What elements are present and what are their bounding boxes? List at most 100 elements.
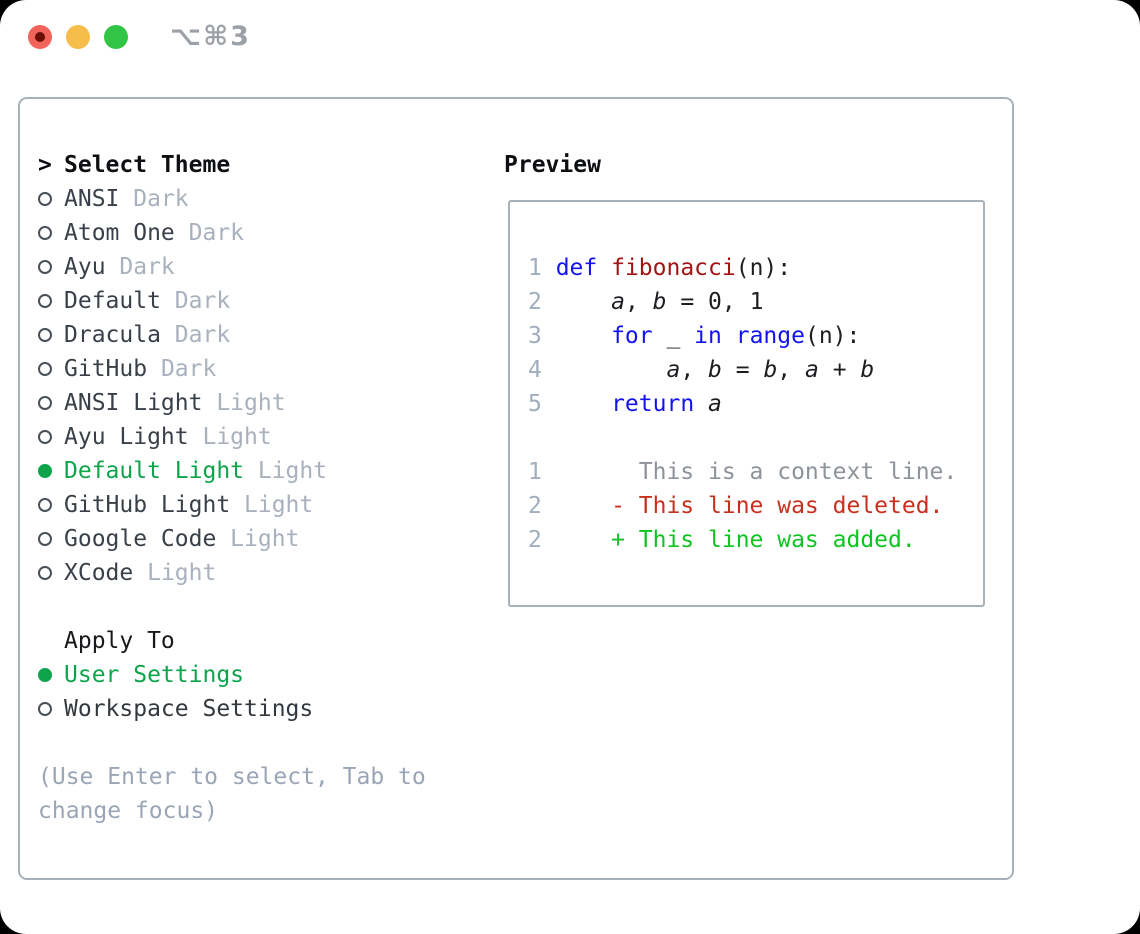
code-token: in (694, 323, 722, 349)
theme-variant: Dark (174, 220, 245, 246)
spacer (36, 590, 486, 624)
theme-option-label: Ayu Light Light (64, 424, 272, 450)
minimize-button-icon[interactable] (66, 25, 90, 49)
theme-name: Dracula (64, 322, 161, 348)
radio-icon (38, 294, 52, 308)
apply-option-workspace-settings[interactable]: Workspace Settings (36, 692, 486, 726)
close-button-icon[interactable] (28, 25, 52, 49)
line-number: 1 (528, 255, 542, 281)
code-token: def (555, 255, 598, 281)
theme-variant: Dark (160, 288, 231, 314)
code-token: + This line was added. (555, 527, 916, 553)
radio-icon (38, 430, 52, 444)
theme-name: XCode (64, 560, 134, 586)
theme-variant: Light (188, 424, 272, 450)
theme-option-ayu-light[interactable]: Ayu Light Light (36, 420, 486, 454)
theme-option-label: Dracula Dark (64, 322, 230, 348)
code-token: + (818, 357, 861, 383)
theme-option-atom-one[interactable]: Atom One Dark (36, 216, 486, 250)
theme-variant: Light (133, 560, 217, 586)
code-token: (n): (735, 255, 792, 281)
preview-line (528, 421, 983, 455)
theme-option-github-light[interactable]: GitHub Light Light (36, 488, 486, 522)
preview-title: Preview (504, 152, 601, 178)
theme-variant: Dark (105, 254, 175, 280)
radio-marker (36, 260, 64, 274)
radio-icon (38, 260, 52, 274)
theme-option-label: Ayu Dark (64, 254, 175, 280)
theme-option-google-code[interactable]: Google Code Light (36, 522, 486, 556)
code-token: _ (652, 323, 695, 349)
theme-option-ayu[interactable]: Ayu Dark (36, 250, 486, 284)
window-title: ⌥⌘3 (170, 21, 251, 52)
radio-marker (36, 566, 64, 580)
line-number: 5 (528, 391, 542, 417)
code-token: - This line was deleted. (555, 493, 944, 519)
radio-marker (36, 362, 64, 376)
line-number: 3 (528, 323, 542, 349)
theme-variant: Light (230, 492, 314, 518)
radio-icon (38, 566, 52, 580)
apply-option-label: User Settings (64, 662, 245, 688)
theme-option-ansi[interactable]: ANSI Dark (36, 182, 486, 216)
apply-option-user-settings[interactable]: User Settings (36, 658, 486, 692)
code-token (597, 255, 611, 281)
theme-name: Google Code (64, 526, 217, 552)
line-number: 4 (528, 357, 542, 383)
theme-option-dracula[interactable]: Dracula Dark (36, 318, 486, 352)
theme-name: Default (64, 288, 161, 314)
preview-line: 4 a, b = b, a + b (528, 353, 983, 387)
apply-to-title: Apply To (64, 628, 175, 654)
code-token: range (735, 323, 805, 349)
radio-selected-icon (38, 668, 52, 682)
radio-marker (36, 294, 64, 308)
theme-option-label: ANSI Dark (64, 186, 189, 212)
preview-line: 3 for _ in range(n): (528, 319, 983, 353)
code-token: = (721, 357, 764, 383)
radio-marker (36, 192, 64, 206)
radio-marker (36, 702, 64, 716)
code-token: for (611, 323, 653, 349)
theme-option-label: ANSI Light Light (64, 390, 286, 416)
theme-option-default[interactable]: Default Dark (36, 284, 486, 318)
theme-option-label: Default Light Light (64, 458, 327, 484)
theme-option-ansi-light[interactable]: ANSI Light Light (36, 386, 486, 420)
spacer (36, 726, 486, 760)
code-token (694, 391, 708, 417)
line-number: 2 (528, 493, 542, 519)
radio-marker (36, 328, 64, 342)
theme-option-github[interactable]: GitHub Dark (36, 352, 486, 386)
theme-name: Ayu Light (64, 424, 189, 450)
apply-to-header: Apply To (36, 624, 486, 658)
radio-marker (36, 396, 64, 410)
theme-variant: Light (244, 458, 328, 484)
select-theme-title: Select Theme (64, 152, 231, 178)
code-token: b (860, 357, 875, 383)
radio-marker (36, 226, 64, 240)
radio-icon (38, 362, 52, 376)
radio-marker (36, 430, 64, 444)
radio-marker (36, 498, 64, 512)
theme-name: Ayu (64, 254, 106, 280)
theme-option-label: Google Code Light (64, 526, 299, 552)
code-token: b (763, 357, 778, 383)
traffic-lights (28, 25, 128, 49)
prompt-icon: > (38, 152, 52, 178)
theme-option-default-light[interactable]: Default Light Light (36, 454, 486, 488)
zoom-button-icon[interactable] (104, 25, 128, 49)
theme-option-xcode[interactable]: XCode Light (36, 556, 486, 590)
theme-variant: Dark (147, 356, 217, 382)
code-token: b (708, 357, 722, 383)
select-theme-header: > Select Theme (36, 148, 486, 182)
code-token: = 0, 1 (666, 289, 764, 315)
theme-name: ANSI (64, 186, 120, 212)
code-token (556, 357, 667, 383)
code-token: a (805, 357, 819, 383)
code-token: fibonacci (611, 255, 736, 281)
radio-icon (38, 396, 52, 410)
preview-line: 2 a, b = 0, 1 (528, 285, 983, 319)
